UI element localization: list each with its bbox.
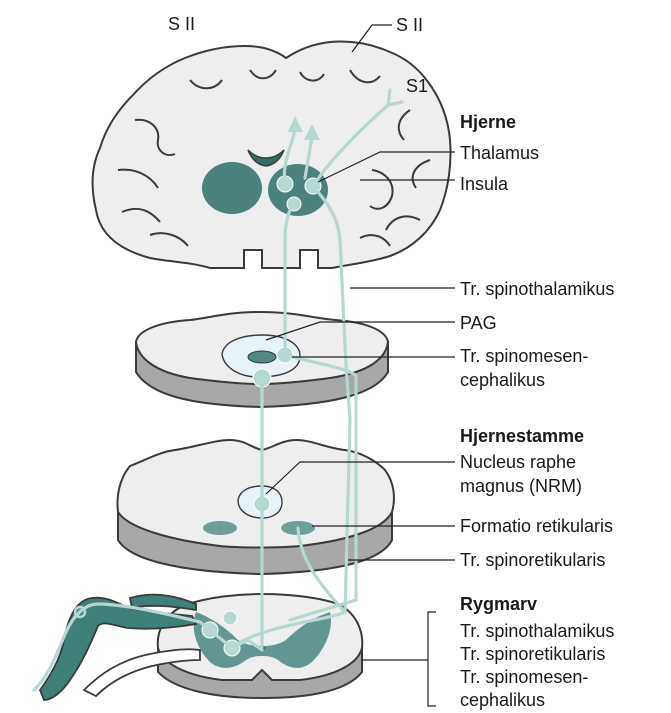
label-nrm-2: magnus (NRM) (460, 476, 582, 496)
label-formatio: Formatio retikularis (460, 516, 613, 536)
heading-brainstem: Hjernestamme (460, 426, 584, 446)
label-tr-spinomesen-2: cephalikus (460, 370, 545, 390)
label-spinal-3a: Tr. spinomesen- (460, 667, 588, 687)
label-tr-spinothalamikus: Tr. spinothalamikus (460, 279, 614, 299)
spinal-cord-slab (40, 594, 362, 700)
left-thalamus (202, 162, 262, 214)
label-tr-spinomesen-1: Tr. spinomesen- (460, 346, 588, 366)
heading-spinal: Rygmarv (460, 594, 537, 614)
label-spinal-3b: cephalikus (460, 690, 545, 710)
label-nrm-1: Nucleus raphe (460, 452, 576, 472)
label-spinal-1: Tr. spinothalamikus (460, 621, 614, 641)
dorsal-horn-dot-2 (223, 611, 237, 625)
label-insula: Insula (460, 174, 509, 194)
brain-section (93, 41, 451, 268)
label-s1: S1 (406, 76, 428, 96)
heading-brain: Hjerne (460, 112, 516, 132)
label-s2-right: S II (396, 15, 423, 35)
label-pag: PAG (460, 313, 497, 333)
label-spinal-2: Tr. spinoretikularis (460, 644, 605, 664)
medulla-slab (118, 440, 394, 574)
label-s2-left: S II (168, 14, 195, 34)
reticular-formation-left (203, 521, 237, 535)
label-thalamus: Thalamus (460, 143, 539, 163)
label-tr-spinoretikularis: Tr. spinoretikularis (460, 550, 605, 570)
cerebral-aqueduct (248, 351, 276, 363)
rygmarv-bracket (428, 612, 436, 706)
